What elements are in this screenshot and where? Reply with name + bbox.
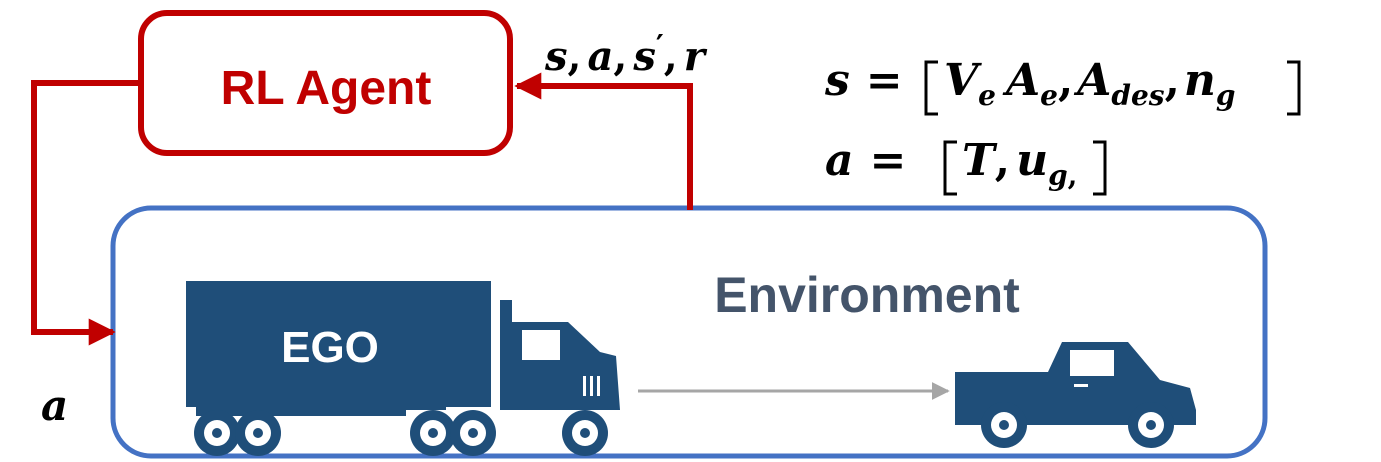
agent-label: RL Agent [221, 62, 432, 115]
environment-label: Environment [714, 267, 1020, 323]
feedback-arrow [514, 72, 693, 210]
ego-truck-icon [186, 281, 620, 456]
svg-text:T,ug,: T,ug, [962, 135, 1077, 192]
action-label: a [41, 381, 68, 430]
wheel [235, 410, 281, 456]
feedback-tuple: s,a,s′,r [544, 29, 708, 80]
wheel [410, 410, 456, 456]
action-arrow [31, 80, 141, 346]
svg-text:a=: a= [825, 135, 906, 186]
ego-label: EGO [281, 323, 379, 372]
wheel [981, 402, 1027, 448]
lead-vehicle-icon [955, 342, 1196, 448]
wheel [1128, 402, 1174, 448]
wheel [450, 410, 496, 456]
svg-text:s=: s= [824, 55, 903, 106]
action-equation: a= T,ug, [825, 135, 1107, 196]
wheel [194, 410, 240, 456]
wheel [562, 410, 608, 456]
